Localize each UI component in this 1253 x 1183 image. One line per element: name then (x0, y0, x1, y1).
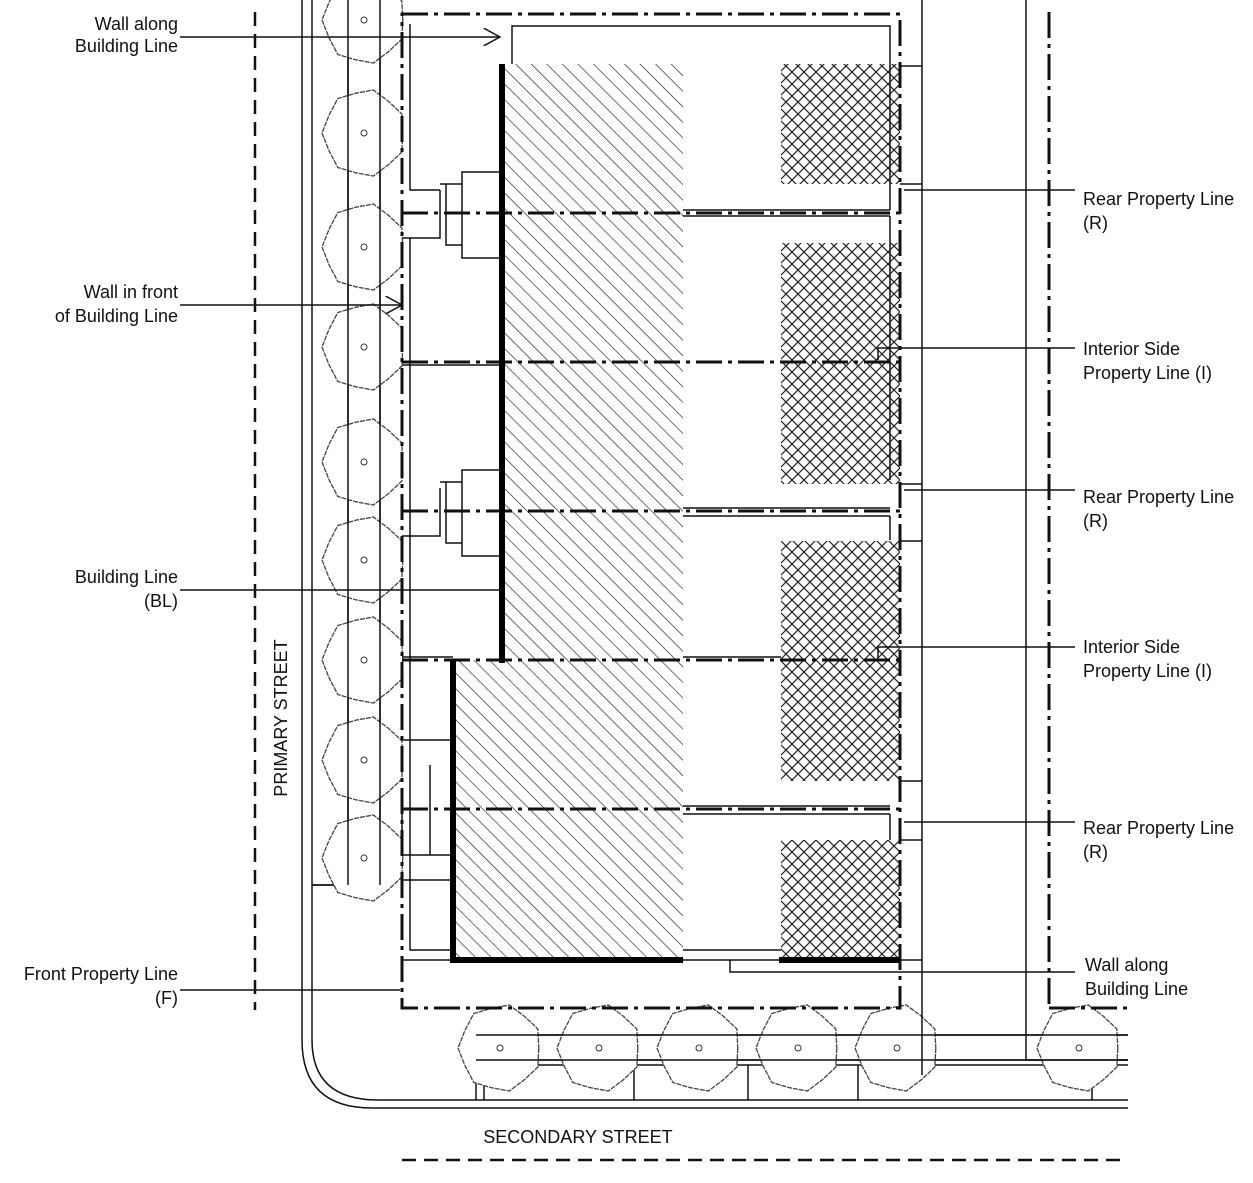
label-rear-property-line: Rear Property Line(R) (1083, 818, 1234, 862)
secondary-street-label: SECONDARY STREET (483, 1127, 672, 1147)
tree-icon (321, 89, 404, 177)
rear-yard-areas (781, 64, 900, 960)
label-rear-property-line: Rear Property Line(R) (1083, 487, 1234, 531)
tree-icon (457, 1004, 540, 1092)
tree-icon (556, 1004, 639, 1092)
primary-street: PRIMARY STREET (253, 0, 1128, 1109)
tree-icon (321, 516, 404, 604)
tree-icon (321, 303, 404, 391)
leader-lines (180, 37, 1075, 991)
label-building-line: Building Line(BL) (75, 567, 178, 611)
tree-icon (321, 616, 404, 704)
tree-icon (321, 0, 404, 64)
label-rear-property-line: Rear Property Line(R) (1083, 189, 1234, 233)
tree-icon (321, 814, 404, 902)
street-trees-bottom (457, 1004, 1128, 1092)
building-line-walls (450, 64, 900, 963)
tree-icon (1036, 1004, 1119, 1092)
property-lines (400, 12, 902, 1010)
tree-icon (321, 716, 404, 804)
tree-icon (321, 203, 404, 291)
label-front-property-line: Front Property Line(F) (24, 964, 178, 1008)
street-trees-left (321, 0, 404, 902)
tree-icon (321, 418, 404, 506)
tree-icon (854, 1004, 937, 1092)
secondary-street: SECONDARY STREET (402, 1004, 1128, 1162)
primary-street-label: PRIMARY STREET (271, 639, 291, 796)
tree-icon (755, 1004, 838, 1092)
tree-icon (656, 1004, 739, 1092)
